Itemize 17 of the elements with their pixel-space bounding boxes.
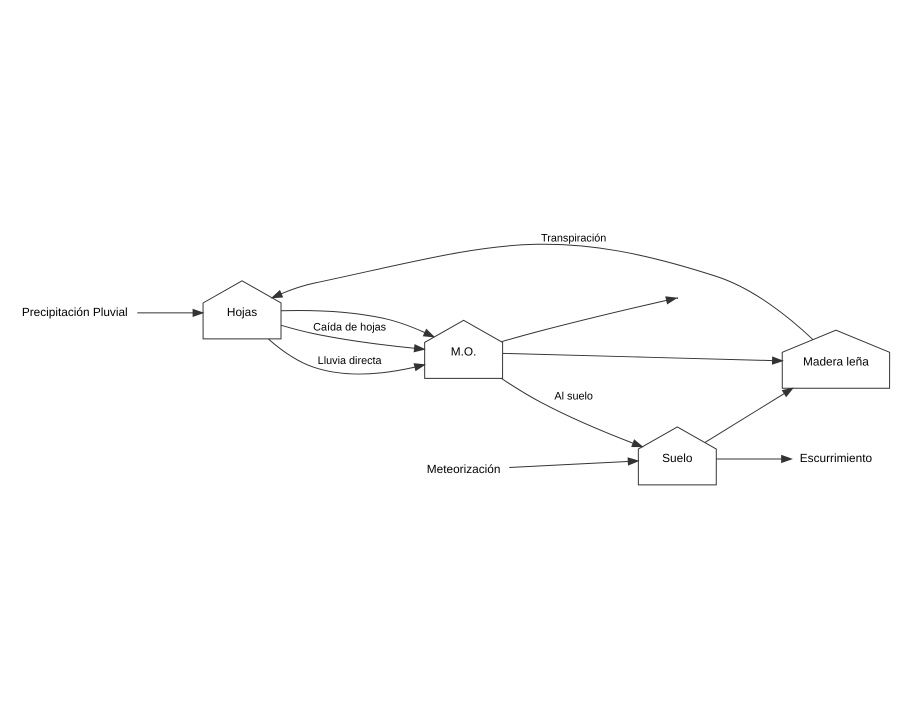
arrow	[270, 244, 814, 340]
arrow	[136, 308, 204, 318]
arrow	[716, 454, 793, 464]
node-text: Escurrimiento	[800, 451, 872, 466]
node-text: Meteorización	[426, 462, 500, 476]
edge-label: Al suelo	[554, 390, 593, 403]
arrow	[268, 338, 426, 374]
edge-label: Caída de hojas	[313, 321, 386, 334]
node-text: Precipitación Pluvial	[22, 304, 128, 319]
arrow	[280, 324, 426, 352]
edge-label: Transpiración	[541, 232, 606, 245]
arrow	[508, 457, 640, 468]
edge-label: Lluvia directa	[318, 355, 382, 368]
arrow	[280, 310, 436, 338]
arrow	[500, 378, 644, 448]
arrow	[704, 388, 794, 443]
arrow	[502, 352, 784, 365]
